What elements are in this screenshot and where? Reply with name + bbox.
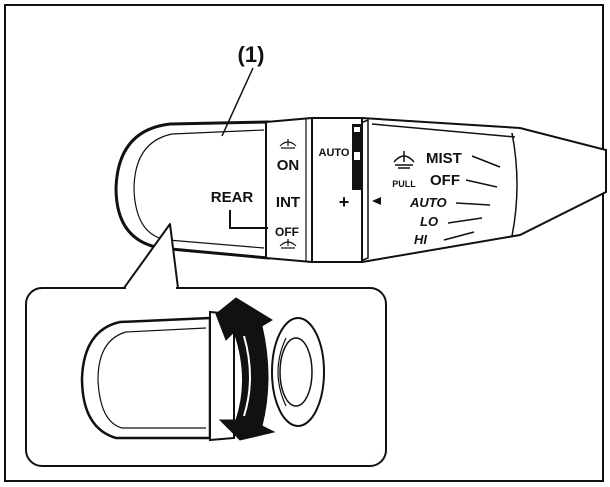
rear-position-int: INT [276,194,300,211]
inset-stalk-shaft [280,338,312,406]
lever-stalk [362,118,606,262]
mode-off: OFF [430,172,460,189]
auto-sensitivity-mark-2 [354,152,360,160]
mode-auto: AUTO [409,195,447,210]
auto-sensitivity-mark-1 [354,127,360,132]
rear-position-on: ON [277,157,300,174]
rear-wiper-ring [266,118,312,262]
inset-knob [82,318,210,438]
mode-mist: MIST [426,150,462,167]
pull-label: PULL [392,179,416,189]
rear-ring-title: REAR [211,189,254,206]
rear-position-off: OFF [275,225,299,239]
mode-hi: HI [414,232,427,247]
front-auto-label: AUTO [319,147,350,159]
front-plus-label: + [339,192,350,212]
callout-number: (1) [238,42,265,67]
mode-lo: LO [420,214,438,229]
